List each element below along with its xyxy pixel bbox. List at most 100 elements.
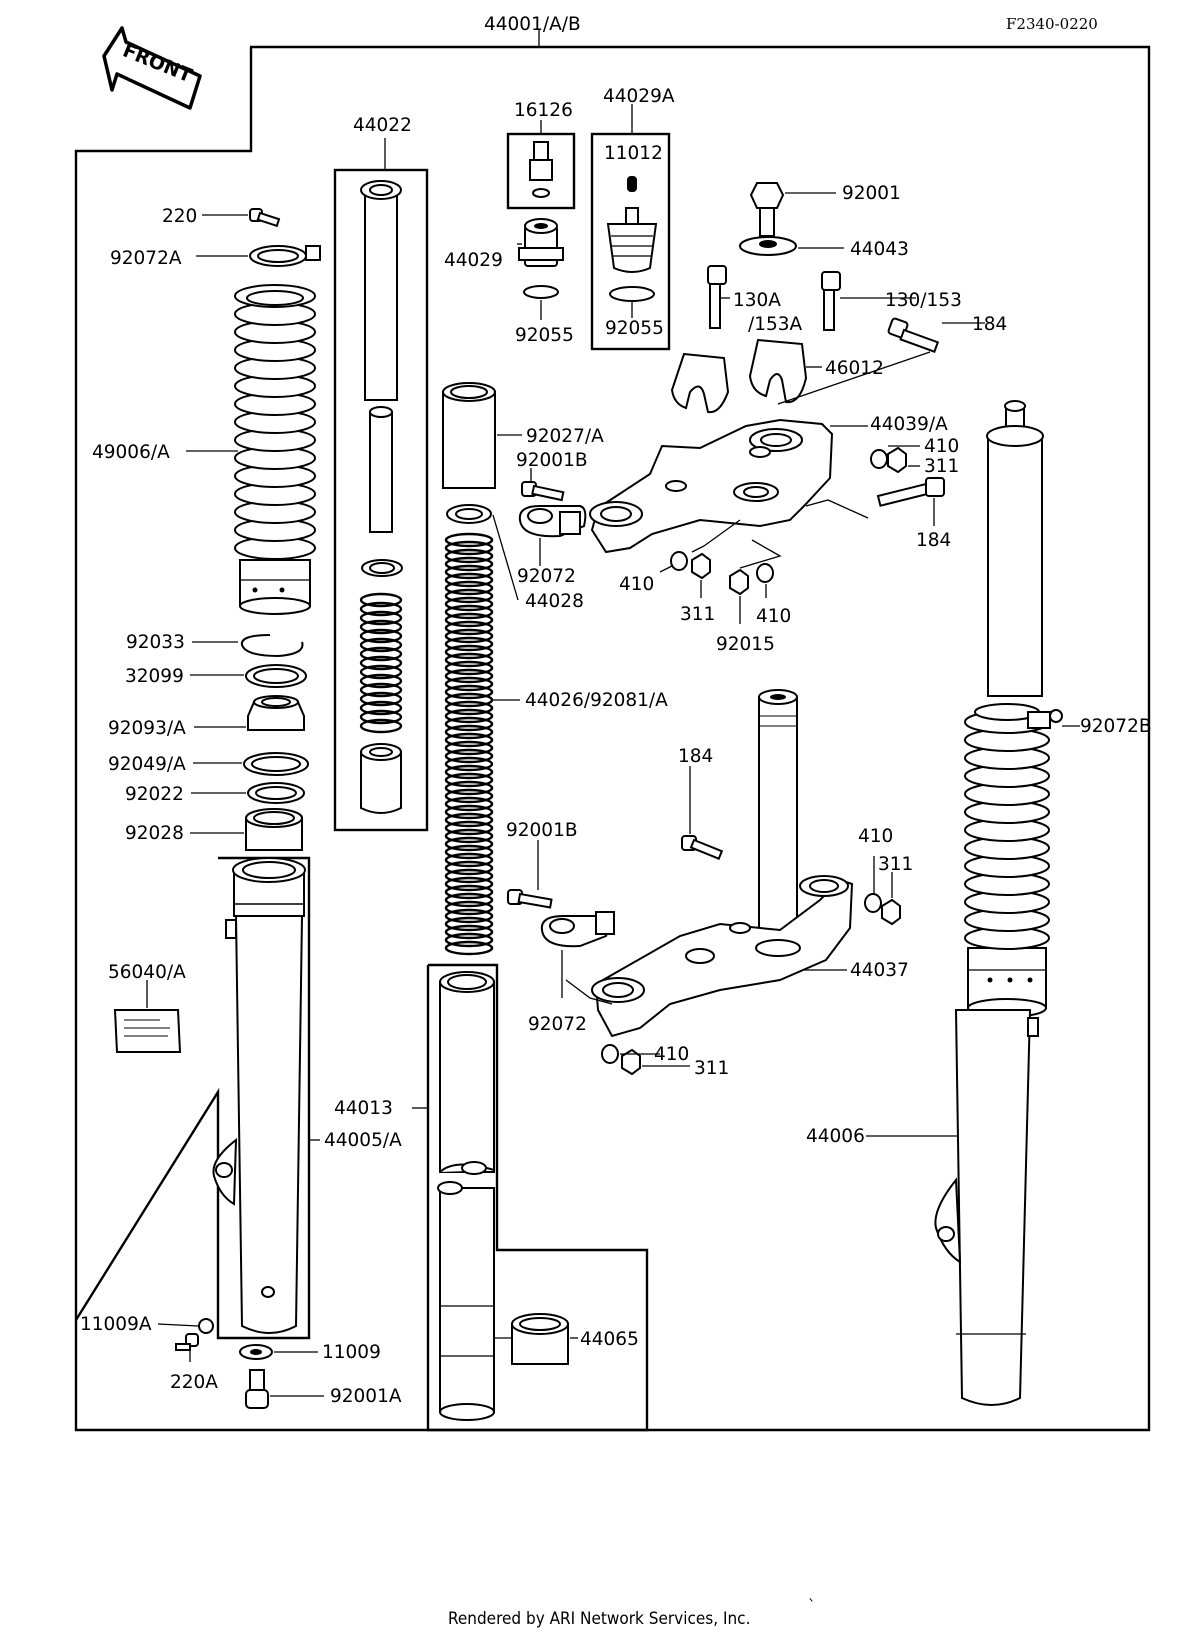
label-44013: 44013	[334, 1098, 393, 1119]
washer-11009A	[198, 1318, 214, 1334]
label-92033: 92033	[126, 632, 185, 653]
bracket-92072-upper	[518, 505, 587, 538]
label-153A: /153A	[748, 314, 803, 335]
label-sticker	[113, 1009, 182, 1053]
bolt-92001	[749, 182, 785, 237]
spacer-92027A	[442, 382, 496, 489]
label-44005A: 44005/A	[324, 1130, 402, 1151]
label-410c: 410	[756, 606, 791, 627]
nut-311a	[887, 446, 907, 474]
label-311d: 311	[694, 1058, 729, 1079]
lower-leg-right	[934, 1009, 1039, 1406]
washer-410c	[756, 563, 774, 583]
air-valve	[529, 141, 553, 198]
lower-triple-clamp	[591, 875, 854, 1038]
footer-mark: `	[808, 1597, 816, 1617]
label-44065: 44065	[580, 1329, 639, 1350]
outer-tube-right	[986, 400, 1044, 697]
washer-32099	[245, 664, 307, 688]
label-311a: 311	[924, 456, 959, 477]
label-92015: 92015	[716, 634, 775, 655]
label-44037: 44037	[850, 960, 909, 981]
cap-assembly-box	[590, 132, 671, 351]
label-92001A: 92001A	[330, 1386, 402, 1407]
label-410d: 410	[858, 826, 893, 847]
cap-assembly	[606, 176, 658, 302]
handlebar-clamps	[670, 338, 808, 414]
label-44028: 44028	[525, 591, 584, 612]
label-410e: 410	[654, 1044, 689, 1065]
nut-311c	[881, 898, 901, 926]
label-92049A: 92049/A	[108, 754, 186, 775]
label-11012: 11012	[604, 143, 663, 164]
footer-credit: Rendered by ARI Network Services, Inc.	[448, 1609, 750, 1629]
nut-92015	[729, 568, 749, 596]
washer-410e	[601, 1044, 619, 1064]
label-92055a: 92055	[515, 325, 574, 346]
label-49006A: 49006/A	[92, 442, 170, 463]
label-311b: 311	[680, 604, 715, 625]
dust-boot-right	[964, 703, 1050, 1018]
label-92072B: 92072B	[1080, 716, 1152, 737]
bolt-184-top	[887, 317, 940, 353]
label-184b: 184	[916, 530, 951, 551]
steering-stem	[758, 689, 798, 953]
assembly-ref-label: 44001/A/B	[484, 14, 581, 35]
label-44026: 44026/92081/A	[525, 690, 668, 711]
label-184c: 184	[678, 746, 713, 767]
front-arrow-icon: FRONT	[102, 26, 202, 110]
left-lower-frame	[74, 856, 311, 1340]
label-32099: 32099	[125, 666, 184, 687]
washer-410a	[870, 449, 888, 469]
label-220: 220	[162, 206, 197, 227]
bolt-184-right	[876, 477, 945, 507]
label-130A: 130A	[733, 290, 781, 311]
bolt-92001A	[245, 1369, 269, 1409]
label-92055b: 92055	[605, 318, 664, 339]
damper-piece	[360, 743, 402, 814]
damper-rod	[360, 180, 403, 577]
label-92072a: 92072	[517, 566, 576, 587]
ring-92049A	[243, 752, 309, 776]
nut-311b	[691, 552, 711, 580]
label-44043: 44043	[850, 239, 909, 260]
label-410b: 410	[619, 574, 654, 595]
label-92027A: 92027/A	[526, 426, 604, 447]
label-92093A: 92093/A	[108, 718, 186, 739]
label-16126: 16126	[514, 100, 573, 121]
rebound-spring	[359, 592, 403, 734]
washer-92022	[247, 782, 305, 804]
bushing-44065	[511, 1313, 569, 1365]
label-92028: 92028	[125, 823, 184, 844]
label-92022: 92022	[125, 784, 184, 805]
washer-410d	[864, 893, 882, 913]
band-92072B	[1027, 709, 1063, 729]
label-92001Bb: 92001B	[506, 820, 578, 841]
seal-92093A	[247, 695, 305, 731]
label-184a: 184	[972, 314, 1007, 335]
label-130-153: 130/153	[885, 290, 962, 311]
label-220A: 220A	[170, 1372, 218, 1393]
dust-boot-left	[234, 284, 316, 615]
washer-44043	[739, 236, 797, 256]
inner-tube	[437, 971, 495, 1421]
bolt-92001B-upper	[521, 481, 565, 502]
washer-410b	[670, 551, 688, 571]
bushing-92028	[245, 808, 303, 851]
label-11009: 11009	[322, 1342, 381, 1363]
band-92072A	[249, 245, 321, 267]
assembly-frame	[74, 45, 1151, 1432]
washer-11009	[239, 1344, 273, 1360]
label-92001Ba: 92001B	[516, 450, 588, 471]
bracket-92072-lower	[540, 911, 615, 948]
label-44039A: 44039/A	[870, 414, 948, 435]
label-92001: 92001	[842, 183, 901, 204]
inner-tube-frame	[426, 963, 649, 1432]
seat-44028	[446, 504, 492, 524]
label-92072A: 92072A	[110, 248, 182, 269]
label-11009A: 11009A	[80, 1314, 152, 1335]
outer-tube-left	[212, 857, 306, 1334]
nut-311d	[621, 1048, 641, 1076]
bolt-130-153	[821, 271, 841, 331]
